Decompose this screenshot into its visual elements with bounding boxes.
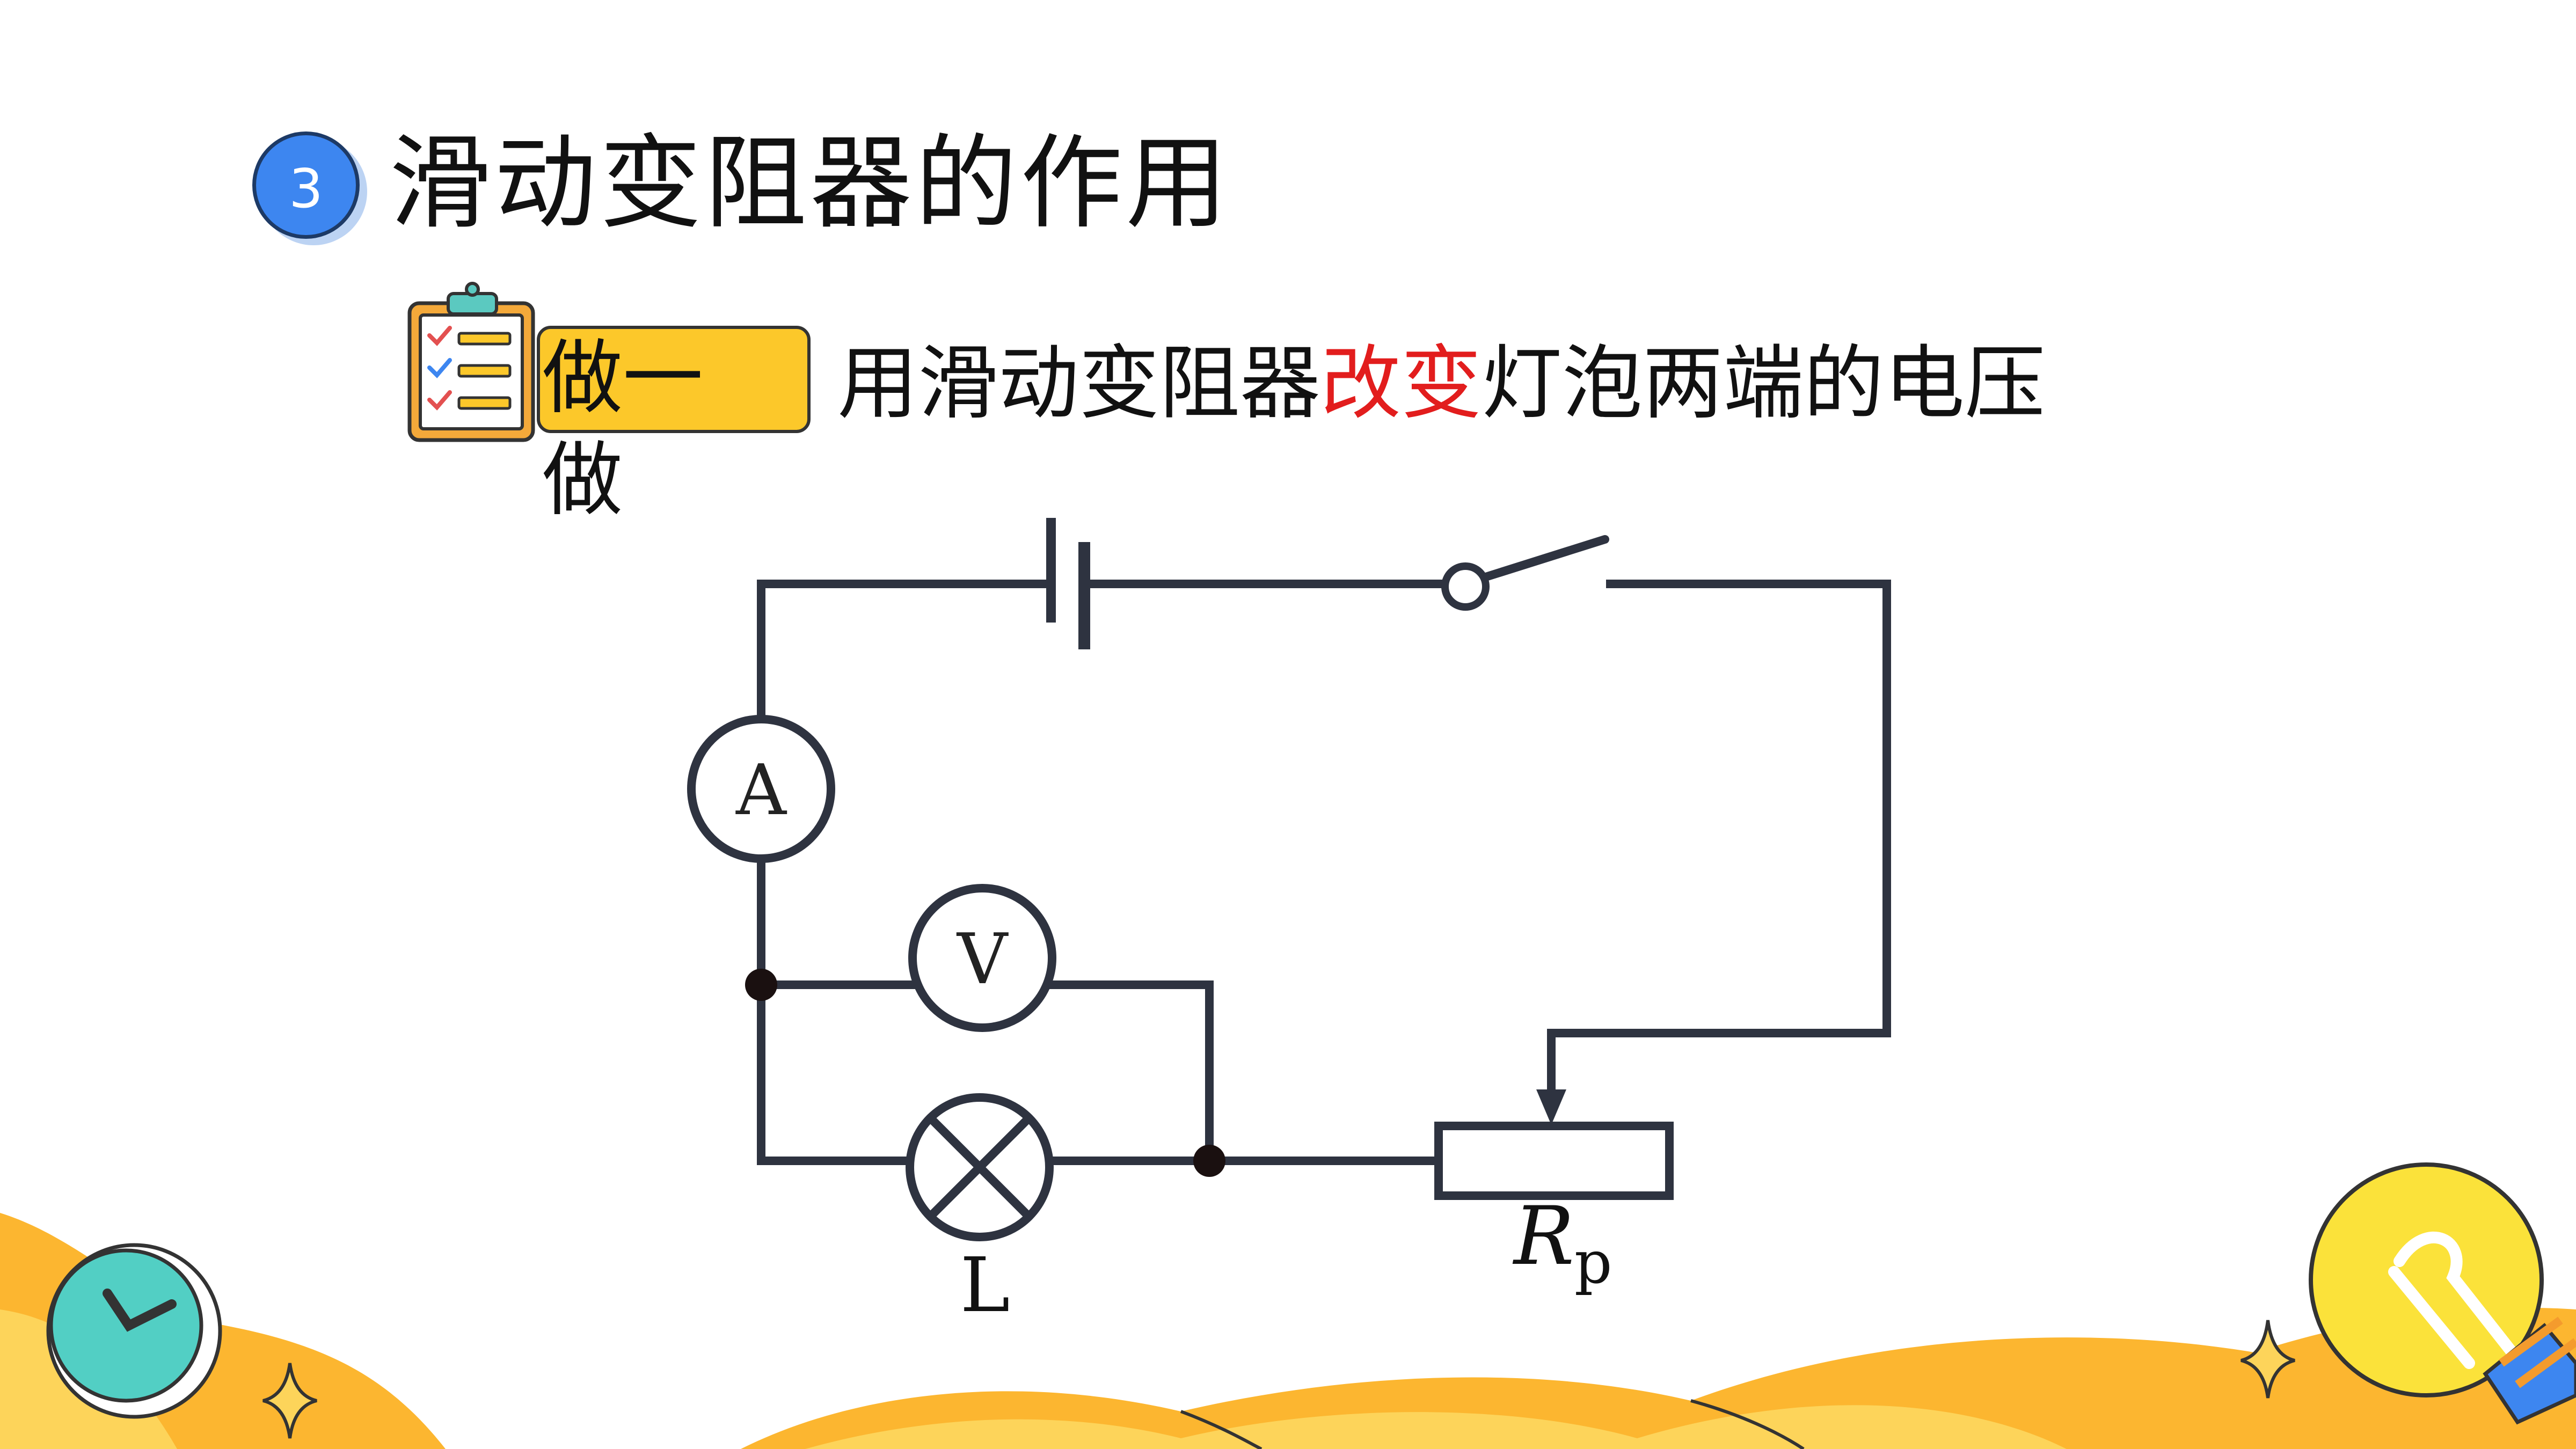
ammeter-letter: A [735, 749, 787, 831]
voltmeter-letter: V [956, 918, 1009, 1000]
lamp-label: L [960, 1242, 1010, 1329]
wire-left-vertical [757, 857, 911, 1165]
junction-right [1193, 1145, 1225, 1177]
wave-center-inner [805, 1405, 2067, 1449]
task-text: 用滑动变阻器改变灯泡两端的电压 [837, 330, 2045, 437]
wave-center [741, 1307, 2576, 1449]
rheostat-body [1434, 1122, 1674, 1200]
wave-center-line [1180, 1399, 1805, 1449]
task-text-before: 用滑动变阻器 [837, 337, 1321, 430]
voltmeter [908, 884, 1056, 1032]
ammeter [687, 715, 835, 863]
activity-tag-box [537, 326, 811, 433]
wire-top-left [757, 580, 1055, 721]
activity-tag-label: 做一做 [542, 332, 704, 527]
wire-voltmeter-right [1048, 980, 1214, 1165]
rheostat-label: Rp [1512, 1190, 1612, 1297]
section-title: 滑动变阻器的作用 [389, 124, 1231, 243]
lamp-cross-2 [927, 1115, 1032, 1220]
task-text-after: 灯泡两端的电压 [1482, 337, 2046, 430]
clock-icon [46, 1243, 222, 1419]
junction-left [745, 969, 777, 1001]
task-text-highlight: 改变 [1320, 337, 1482, 430]
light-bulb-icon [2309, 1162, 2576, 1425]
section-number-badge: 3 [252, 131, 360, 239]
rheostat-slider-arrow [1536, 1089, 1566, 1125]
switch-pivot [1441, 562, 1490, 611]
switch-lever [1482, 535, 1609, 581]
sparkle-icon-right [2241, 1320, 2295, 1399]
checklist-clipboard-icon [407, 282, 535, 442]
wire-top-right [1547, 580, 1891, 1099]
sparkle-icon-left [262, 1363, 317, 1439]
